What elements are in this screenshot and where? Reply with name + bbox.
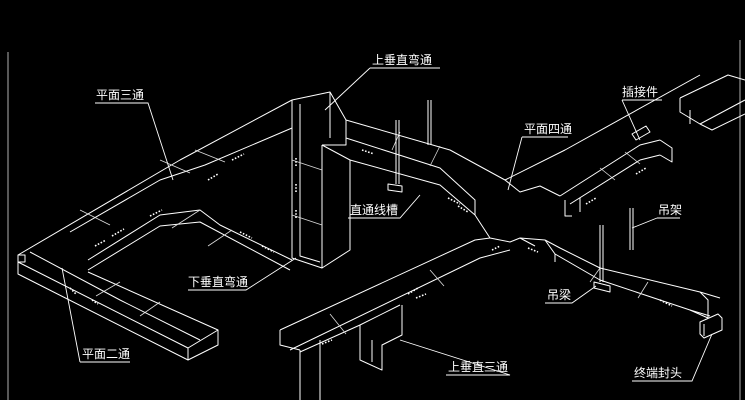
- plane-elbow-tray: [17, 99, 293, 361]
- label-plane-tee: 平面三通: [96, 88, 144, 102]
- label-plane-elbow: 平面二通: [82, 347, 130, 361]
- separate-straight-tray: [679, 74, 745, 131]
- label-bottom-vertical-bend: 下垂直弯通: [188, 274, 248, 289]
- end-cap-part: [699, 313, 723, 339]
- drawing-frame: [7, 40, 741, 400]
- vertical-tee-tray: [279, 237, 511, 400]
- label-top-vertical-tee: 上垂直三通: [448, 360, 508, 374]
- connector-part: [631, 125, 651, 141]
- label-hanger-beam: 吊梁: [547, 287, 571, 302]
- label-end-cap: 终端封头: [634, 365, 682, 380]
- label-plane-cross: 平面四通: [524, 122, 572, 136]
- label-connector: 插接件: [622, 84, 658, 99]
- hangers: [387, 100, 634, 293]
- label-hanger-rod: 吊架: [658, 203, 682, 217]
- leader-lines: [61, 67, 713, 382]
- label-straight-tray: 直通线槽: [350, 203, 398, 217]
- label-top-vertical-bend: 上垂直弯通: [372, 52, 432, 67]
- vertical-bend-column: [291, 91, 351, 269]
- labels: 上垂直弯通 平面三通 插接件 平面四通 直通线槽 吊架 下垂直弯通 吊梁 平面二…: [82, 52, 682, 380]
- plane-cross: [407, 139, 721, 319]
